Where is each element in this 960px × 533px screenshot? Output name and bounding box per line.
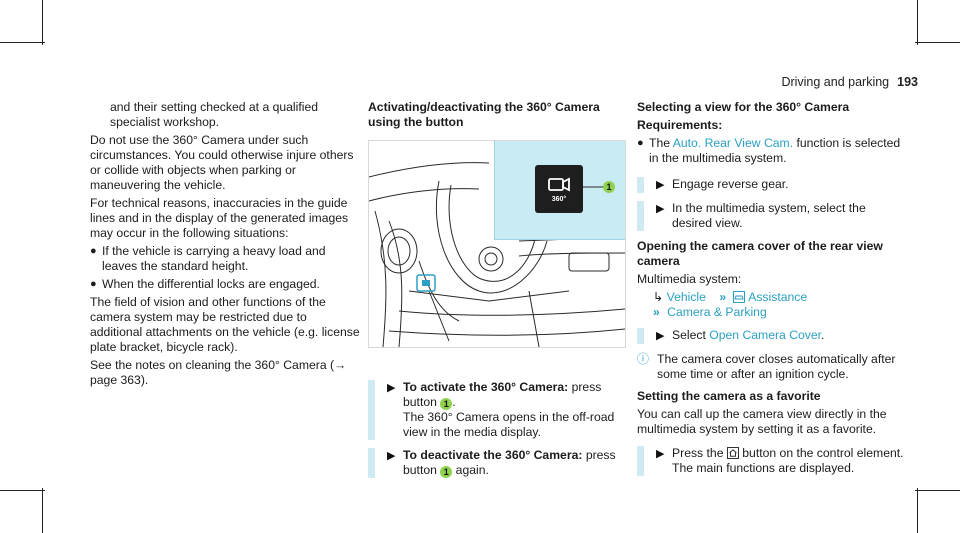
- crop-mark: [42, 488, 43, 533]
- page-number: 193: [897, 75, 918, 89]
- text: The: [649, 136, 671, 150]
- list-item-text: If the vehicle is carrying a heavy load …: [102, 244, 326, 273]
- callout-marker: 1: [440, 398, 453, 410]
- callout-line: [583, 186, 605, 188]
- text: The main functions are displayed.: [672, 461, 855, 475]
- menu-camera-parking: Camera & Parking: [667, 305, 767, 319]
- chevron-right-icon: »: [653, 305, 660, 319]
- paragraph: and their setting checked at a qualified…: [110, 100, 319, 129]
- paragraph: See the notes on cleaning the 360° Camer…: [90, 358, 347, 387]
- text: Press the: [672, 446, 724, 460]
- step-text: again.: [455, 463, 489, 477]
- text: .: [821, 328, 825, 342]
- step-label: To activate the 360° Camera:: [403, 380, 569, 394]
- running-header: Driving and parking 193: [781, 75, 918, 90]
- list-item: ● If the vehicle is carrying a heavy loa…: [90, 244, 360, 274]
- arrow-icon: ▶: [387, 450, 396, 462]
- paragraph: The field of vision and other functions …: [90, 295, 360, 354]
- section-heading: Setting the camera as a favorite: [637, 389, 821, 403]
- bullet-icon: ●: [90, 245, 97, 257]
- arrow-icon: ▶: [387, 382, 396, 394]
- section-heading: Opening the camera cover of the rear vie…: [637, 239, 883, 268]
- step-text: .: [452, 395, 456, 409]
- info-icon: ⓘ: [637, 352, 650, 366]
- camera-360-button: 360°: [535, 165, 583, 213]
- requirements-label: Requirements:: [637, 118, 723, 132]
- bullet-icon: ●: [90, 278, 97, 290]
- return-arrow-icon: ↳: [653, 290, 664, 304]
- text: function is selected in the multimedia s…: [649, 136, 901, 165]
- crop-mark: [917, 0, 918, 45]
- crop-mark: [915, 490, 960, 491]
- button-label: 360°: [551, 196, 567, 203]
- instruction-step: ▶ Press the button on the control elemen…: [637, 446, 907, 476]
- section-title: Driving and parking: [781, 75, 890, 89]
- instruction-step: ▶ To activate the 360° Camera: press but…: [368, 380, 624, 440]
- step-label: To deactivate the 360° Camera:: [403, 448, 583, 462]
- home-icon: [726, 447, 739, 459]
- section-heading: Activating/deactivating the 360° Camera …: [368, 100, 600, 129]
- note-text: The camera cover closes automatically af…: [657, 352, 896, 381]
- instruction-step: ▶ To deactivate the 360° Camera: press b…: [368, 448, 624, 478]
- step-text: press button: [403, 448, 616, 477]
- section-heading: Selecting a view for the 360° Camera: [637, 100, 850, 114]
- column-1: and their setting checked at a qualified…: [90, 100, 360, 391]
- paragraph: For technical reasons, inaccuracies in t…: [90, 196, 349, 240]
- dashboard-drawing: [369, 162, 625, 347]
- paragraph: You can call up the camera view directly…: [637, 407, 887, 436]
- arrow-icon: ▶: [656, 330, 665, 342]
- highlight-box: 360° 1: [494, 141, 625, 240]
- note: ⓘ The camera cover closes automatically …: [637, 352, 907, 382]
- multimedia-label: Multimedia system:: [637, 272, 742, 286]
- car-assist-icon: [733, 291, 746, 303]
- column-3: Selecting a view for the 360° Camera Req…: [637, 100, 907, 484]
- menu-assistance: Assistance: [748, 290, 808, 304]
- step-text: In the multimedia system, select the des…: [672, 201, 866, 230]
- arrow-icon: ▶: [656, 448, 665, 460]
- chevron-right-icon: »: [719, 290, 727, 304]
- crop-mark: [917, 488, 918, 533]
- list-item: ● The Auto. Rear View Cam. function is s…: [637, 136, 907, 166]
- list-item-text: When the differential locks are engaged.: [102, 277, 320, 291]
- instruction-step: ▶ Engage reverse gear.: [637, 177, 907, 193]
- menu-reference: Open Camera Cover: [709, 328, 822, 342]
- text: Select: [672, 328, 706, 342]
- step-text: press button: [403, 380, 602, 409]
- column-2: Activating/deactivating the 360° Camera …: [368, 100, 626, 486]
- crop-mark: [0, 42, 45, 43]
- crop-mark: [42, 0, 43, 45]
- menu-vehicle: Vehicle: [666, 290, 706, 304]
- crop-mark: [915, 42, 960, 43]
- arrow-icon: ▶: [656, 179, 665, 191]
- callout-marker: 1: [603, 181, 615, 193]
- arrow-icon: ▶: [656, 203, 665, 215]
- step-text: Engage reverse gear.: [672, 177, 789, 191]
- text: button on the control element.: [742, 446, 904, 460]
- instruction-step: ▶ Select Open Camera Cover.: [637, 328, 907, 344]
- bullet-icon: ●: [637, 137, 644, 149]
- instruction-step: ▶ In the multimedia system, select the d…: [637, 201, 907, 231]
- menu-reference: Auto. Rear View Cam.: [672, 136, 794, 150]
- menu-path: ↳ Vehicle » Assistance » Camera & Parkin…: [637, 290, 907, 320]
- callout-marker: 1: [440, 466, 453, 478]
- step-text: The 360° Camera opens in the off-road vi…: [403, 410, 615, 439]
- dashboard-illustration: 360° 1: [368, 140, 626, 348]
- crop-mark: [0, 490, 45, 491]
- paragraph: Do not use the 360° Camera under such ci…: [90, 133, 354, 192]
- list-item: ● When the differential locks are engage…: [90, 277, 360, 292]
- camera-icon: [548, 177, 570, 192]
